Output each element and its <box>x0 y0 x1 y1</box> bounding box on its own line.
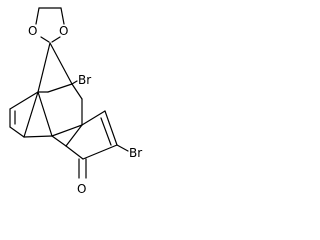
bond-spiro-bridgehead-left <box>37 42 51 93</box>
bond-ch2-o-right <box>60 7 65 25</box>
molecule-structure: O O Br Br O <box>9 7 142 196</box>
bond-bridgehead-right-c3a <box>71 83 83 100</box>
bond-c3a-c3 <box>81 110 106 126</box>
bond-c1-c7a <box>65 145 84 160</box>
atom-oxygen-ketal-left: O <box>28 24 37 38</box>
cyclopentenone-ring <box>65 110 129 179</box>
bond-o-left-spiro <box>40 36 50 43</box>
atom-oxygen-carbonyl: O <box>77 182 86 196</box>
norbornene-core <box>9 42 83 147</box>
bond-c2-c1 <box>82 144 118 160</box>
bond-bridgehead-right-br <box>71 80 78 85</box>
bond-c8-bridgehead-lower <box>9 126 25 138</box>
dioxolane-ring <box>35 7 65 43</box>
bond-c3-c2-double <box>100 117 112 146</box>
bond-c2-br <box>116 144 129 152</box>
bond-bridgehead-left-c7 <box>9 91 39 110</box>
bond-o-right-spiro <box>51 36 61 43</box>
bond-upper-bridge <box>23 91 39 138</box>
bond-ch2-o-left <box>35 7 40 25</box>
bond-fusion-lower <box>51 135 67 147</box>
atom-oxygen-ketal-right: O <box>59 24 68 38</box>
atom-bromine-bridgehead: Br <box>78 73 91 87</box>
bond-c7a-c3a <box>65 124 83 147</box>
atom-bromine-vinyl: Br <box>129 146 142 160</box>
bond-bridgehead-left-down <box>37 91 53 137</box>
bond-spiro-bridgehead-right <box>49 42 73 85</box>
bond-c-fusion <box>51 124 83 137</box>
structure-canvas: O O Br Br O <box>9 7 142 196</box>
bond-bridgehead-lower-c <box>23 135 53 138</box>
bond-bridgehead-right-vinyl <box>47 83 73 93</box>
bond-c3-c2 <box>104 110 118 146</box>
